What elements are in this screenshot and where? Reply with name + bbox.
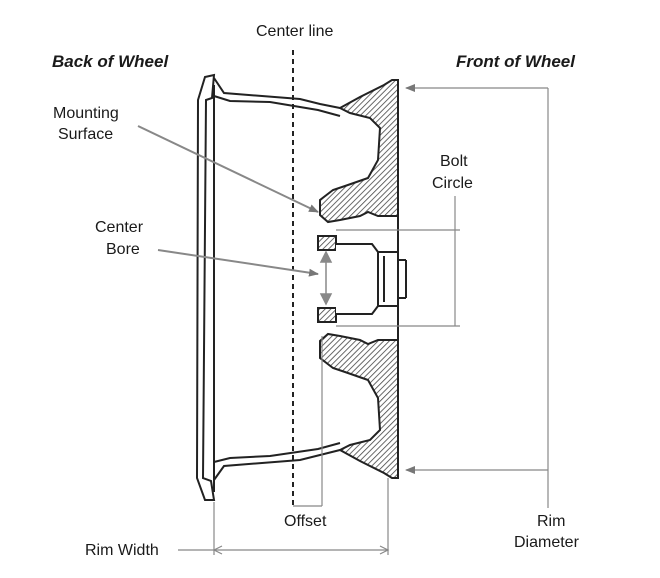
bolt-circle-label-line2: Circle <box>432 175 473 192</box>
bolt-circle-label-line1: Bolt <box>440 153 468 170</box>
rim-width-dimension <box>178 478 390 555</box>
offset-dimension <box>293 336 323 507</box>
center-bore-leader <box>157 249 319 277</box>
center-bore-label-line1: Center <box>95 219 144 236</box>
rim-width-label: Rim Width <box>85 542 159 559</box>
hub-plate <box>317 235 407 323</box>
mounting-surface-label-line1: Mounting <box>53 105 119 122</box>
rim-profile <box>195 73 341 501</box>
rim-diameter-label-line1: Rim <box>537 513 566 530</box>
upper-spoke-section <box>319 79 399 224</box>
front-of-wheel-label: Front of Wheel <box>456 52 575 71</box>
rim-diameter-label-line2: Diameter <box>514 534 579 551</box>
lower-spoke-section <box>319 332 399 479</box>
offset-label: Offset <box>284 513 327 530</box>
mounting-surface-leader <box>137 125 319 213</box>
back-of-wheel-label: Back of Wheel <box>52 52 169 71</box>
bolt-circle-dimension <box>336 196 460 327</box>
mounting-surface-label-line2: Surface <box>58 126 114 143</box>
center-line-label: Center line <box>256 23 334 40</box>
center-bore-label-line2: Bore <box>106 241 140 258</box>
rim-diameter-dimension <box>405 84 549 508</box>
center-bore-arrow <box>319 250 333 306</box>
